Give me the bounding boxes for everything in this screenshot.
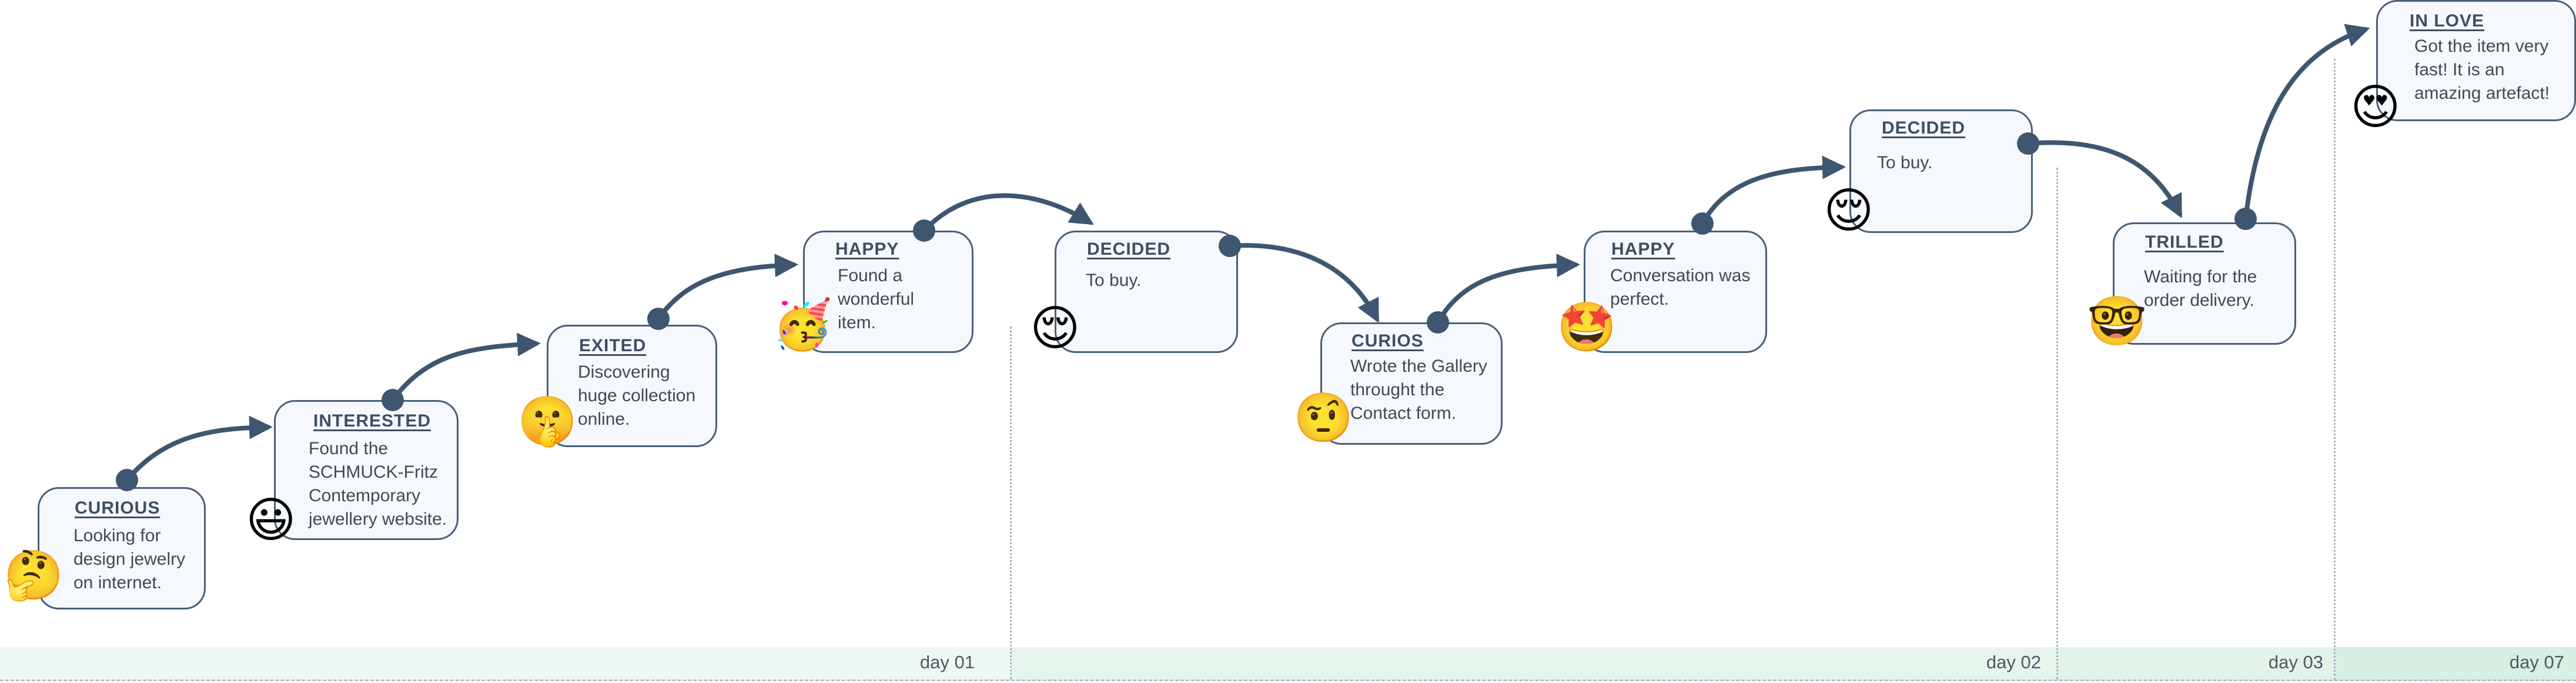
step-title: HAPPY <box>835 239 899 259</box>
step-description: Found the SCHMUCK-Fritz Contemporary jew… <box>309 439 447 529</box>
day-separator <box>2056 168 2058 679</box>
connector-arrow <box>390 332 541 402</box>
timeline-band-day-03 <box>2058 647 2335 681</box>
journey-step-card: CURIOUS Looking for design jewelry on in… <box>38 487 206 609</box>
connector-node <box>382 389 404 411</box>
timeline-band-day-07 <box>2335 647 2576 681</box>
timeline-baseline <box>0 679 2576 681</box>
relieved-face-icon: 😌 <box>1824 183 1874 239</box>
shushing-face-icon: 🤫 <box>517 394 578 449</box>
connector-node <box>116 469 138 491</box>
relieved-face-icon: 😌 <box>1030 301 1080 357</box>
step-description: Looking for design jewelry on internet. <box>73 526 186 592</box>
connector-node <box>2234 208 2257 230</box>
heart-eyes-face-icon: 😍 <box>2350 79 2401 135</box>
connector-arrow <box>125 415 273 482</box>
step-description: To buy. <box>1877 153 1933 172</box>
step-title: IN LOVE <box>2410 11 2485 31</box>
step-title: TRILLED <box>2145 232 2224 252</box>
connector-arrow <box>1436 254 1580 325</box>
journey-step-card: EXITED Discovering huge collection onlin… <box>547 325 717 447</box>
step-description: Waiting for the order delivery. <box>2144 267 2257 310</box>
day-label-01: day 01 <box>919 652 975 672</box>
step-title: DECIDED <box>1882 118 1966 138</box>
timeline-band-day-02 <box>1011 647 2058 681</box>
step-title: CURIOUS <box>75 498 160 518</box>
timeline-band-day-01 <box>0 647 1011 681</box>
journey-step-card: IN LOVE Got the item very fast! It is an… <box>2376 0 2576 121</box>
connector-arrow <box>2026 140 2182 219</box>
day-label-03: day 03 <box>2268 652 2323 672</box>
day-separator <box>2334 59 2336 679</box>
step-description: Found a wonderful item. <box>838 266 915 332</box>
connector-arrow <box>922 193 1094 233</box>
step-description: Got the item very fast! It is an amazing… <box>2414 36 2550 103</box>
connector-node <box>647 308 670 330</box>
partying-face-icon: 🥳 <box>772 297 833 353</box>
day-label-02: day 02 <box>1986 652 2041 672</box>
step-title: HAPPY <box>1611 239 1675 259</box>
step-title: CURIOS <box>1351 331 1424 351</box>
journey-step-card: DECIDED To buy. <box>1849 109 2033 233</box>
day-label-07: day 07 <box>2509 652 2564 672</box>
grinning-face-icon: 😃 <box>246 492 296 548</box>
journey-step-card: DECIDED To buy. <box>1055 231 1238 353</box>
connector-arrow <box>2243 24 2370 221</box>
thinking-face-icon: 🤔 <box>4 548 64 604</box>
journey-step-card: HAPPY Found a wonderful item. <box>803 231 973 353</box>
journey-step-card: INTERESTED Found the SCHMUCK-Fritz Conte… <box>274 400 459 540</box>
connector-node <box>913 219 935 242</box>
connector-node <box>1219 235 1241 257</box>
star-struck-face-icon: 🤩 <box>1557 299 1617 355</box>
journey-step-card: TRILLED Waiting for the order delivery. <box>2113 222 2296 345</box>
step-description: Wrote the Gallery throught the Contact f… <box>1350 357 1487 423</box>
connector-arrow <box>1227 243 1379 324</box>
connector-node <box>1691 212 1714 235</box>
connector-arrow <box>1700 155 1846 226</box>
journey-step-card: CURIOS Wrote the Gallery throught the Co… <box>1320 322 1503 445</box>
connector-node <box>1427 311 1449 334</box>
journey-step-card: HAPPY Conversation was perfect. <box>1584 231 1767 353</box>
day-separator <box>1010 326 1012 679</box>
step-description: Conversation was perfect. <box>1610 266 1751 309</box>
raised-eyebrow-face-icon: 🤨 <box>1293 390 1354 446</box>
step-title: EXITED <box>579 336 647 355</box>
step-description: To buy. <box>1086 271 1142 290</box>
connector-arrow <box>656 254 798 321</box>
step-title: INTERESTED <box>313 411 431 431</box>
connector-node <box>2017 132 2039 155</box>
step-description: Discovering huge collection online. <box>578 362 696 429</box>
step-title: DECIDED <box>1087 239 1171 259</box>
nerd-face-icon: 🤓 <box>2087 294 2147 349</box>
